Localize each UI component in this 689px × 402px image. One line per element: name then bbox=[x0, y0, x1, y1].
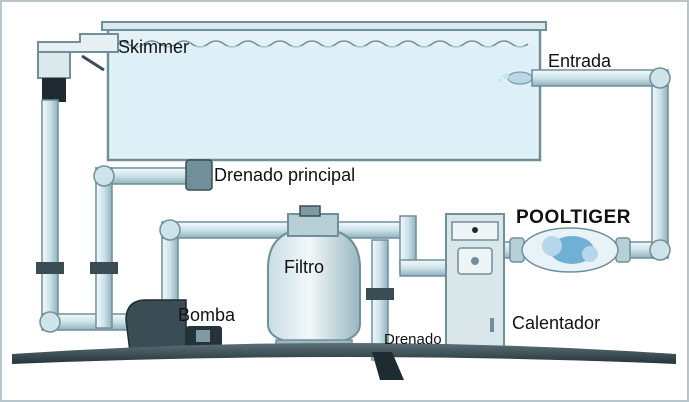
skimmer-box bbox=[37, 33, 119, 102]
drenado-label: Drenado bbox=[384, 331, 442, 348]
ground bbox=[12, 343, 676, 380]
entrada-label: Entrada bbox=[548, 51, 612, 71]
drenado-principal-label: Drenado principal bbox=[214, 165, 356, 185]
bomba-label: Bomba bbox=[178, 305, 236, 325]
inlet-spray bbox=[498, 71, 533, 85]
valves bbox=[36, 262, 394, 300]
drain-outlet bbox=[372, 352, 404, 380]
skimmer-label: Skimmer bbox=[118, 37, 189, 57]
main-drain-fitting bbox=[185, 159, 213, 191]
filtro-label: Filtro bbox=[284, 257, 324, 277]
heater-drawing bbox=[445, 213, 505, 349]
pool-basin bbox=[101, 21, 547, 162]
pump-drawing bbox=[125, 299, 222, 353]
pooltiger-brand: POOLTIGER bbox=[516, 207, 631, 228]
calentador-label: Calentador bbox=[512, 313, 601, 333]
pooltiger-device bbox=[509, 227, 631, 273]
water bbox=[112, 46, 536, 156]
skimmer-basket bbox=[42, 78, 66, 102]
